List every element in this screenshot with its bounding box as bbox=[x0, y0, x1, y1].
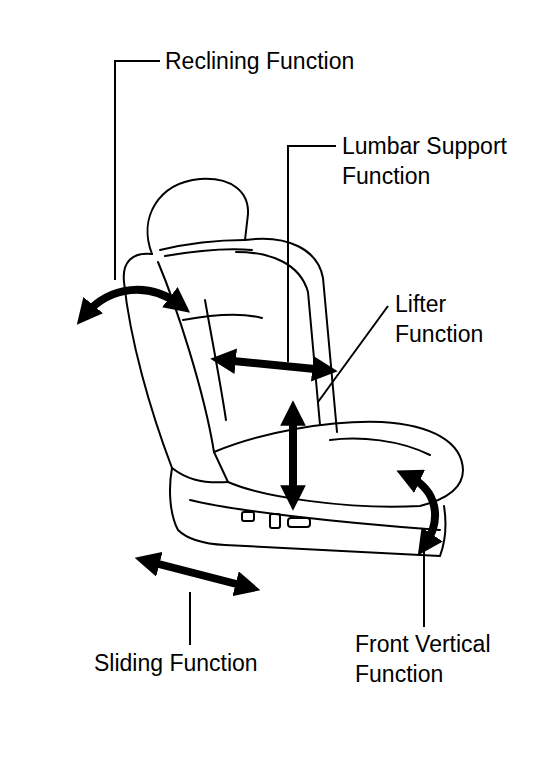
function-label: Reclining Function bbox=[165, 46, 425, 76]
function-label: Lumbar Support Function bbox=[342, 131, 532, 191]
function-label: Sliding Function bbox=[94, 648, 334, 678]
function-label: Lifter Function bbox=[395, 289, 510, 349]
seat-outline bbox=[124, 179, 463, 556]
motion-arrows bbox=[85, 290, 435, 587]
function-label: Front Vertical Function bbox=[355, 629, 535, 689]
